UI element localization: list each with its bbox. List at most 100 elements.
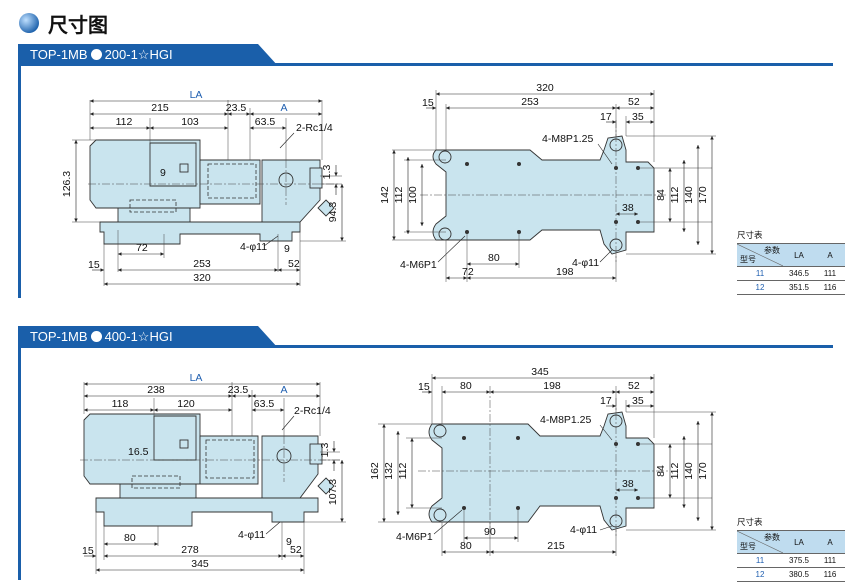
section-rule xyxy=(18,63,833,66)
dim-253: 253 xyxy=(193,258,211,270)
dim-142: 142 xyxy=(379,186,391,204)
dim-140: 140 xyxy=(683,462,695,480)
dim-A: A xyxy=(280,102,287,114)
dim-hole: 4-φ11 xyxy=(238,529,265,541)
dim-52: 52 xyxy=(288,258,300,270)
section-variant: 200-1☆HGI xyxy=(104,47,173,62)
dim-LA: LA xyxy=(190,89,203,101)
table-corner-header: 参数 型号 xyxy=(737,530,783,554)
dim-hole: 4-φ11 xyxy=(240,241,267,253)
coupling-guard xyxy=(199,159,261,205)
section-tab-1: TOP-1MB 200-1☆HGI xyxy=(18,44,278,66)
table-param-label: 参数 xyxy=(764,246,780,255)
base-plate xyxy=(99,221,301,245)
dim-126-3: 126.3 xyxy=(61,171,73,197)
page-title: 尺寸图 xyxy=(18,8,108,38)
dim-107-3: 107.3 xyxy=(327,479,339,505)
dim-215-plan: 215 xyxy=(547,540,565,552)
dim-72: 72 xyxy=(136,242,148,254)
dim-112-plan-b: 112 xyxy=(669,462,681,479)
table-cell: 12 xyxy=(737,567,783,582)
dim-52: 52 xyxy=(290,544,302,556)
dim-90: 90 xyxy=(484,526,496,538)
dim-162: 162 xyxy=(369,462,381,480)
dim-15-plan: 15 xyxy=(422,97,434,109)
table-cell: 11 xyxy=(737,266,783,281)
dim-m6: 4-M6P1 xyxy=(396,531,433,543)
dim-38: 38 xyxy=(622,202,634,214)
dim-38: 38 xyxy=(622,478,634,490)
table-cell: 12 xyxy=(737,280,783,295)
table-model-label: 型号 xyxy=(740,542,756,551)
table-col-header: A xyxy=(815,243,845,267)
title-bullet-icon xyxy=(19,13,39,33)
pump-side-view-1 xyxy=(88,139,340,245)
table-col-header: A xyxy=(815,530,845,554)
table-cell: 380.5 xyxy=(783,567,815,582)
dim-80-plan-top: 80 xyxy=(460,380,472,392)
dim-345-plan: 345 xyxy=(531,366,549,378)
dim-17-plan: 17 xyxy=(600,111,612,123)
dim-m6: 4-M6P1 xyxy=(400,259,437,271)
section-rule xyxy=(18,345,833,348)
dim-320: 320 xyxy=(193,272,211,284)
pump-handle xyxy=(317,477,335,495)
dim-170: 170 xyxy=(697,462,709,480)
dim-1-3: 1.3 xyxy=(321,165,333,180)
section-variant: 400-1☆HGI xyxy=(104,329,173,344)
table-col-header: LA xyxy=(783,243,815,267)
dim-238: 238 xyxy=(147,384,165,396)
pump-body xyxy=(261,159,321,223)
table-cell: 116 xyxy=(815,567,845,582)
dim-63-5: 63.5 xyxy=(255,116,276,128)
dim-198-plan: 198 xyxy=(543,380,561,392)
section-model: TOP-1MB xyxy=(30,47,88,62)
dim-132: 132 xyxy=(383,462,395,480)
table-cell: 116 xyxy=(815,280,845,295)
section-tab-2: TOP-1MB 400-1☆HGI xyxy=(18,326,278,348)
dim-112-plan: 112 xyxy=(393,186,405,203)
dim-LA: LA xyxy=(190,372,203,384)
pump-handle xyxy=(317,199,335,217)
dim-16-5: 16.5 xyxy=(128,446,149,458)
dim-140: 140 xyxy=(683,186,695,204)
dim-80: 80 xyxy=(124,532,136,544)
dim-84: 84 xyxy=(655,189,667,201)
dim-112: 112 xyxy=(116,116,133,128)
dim-320-plan: 320 xyxy=(536,82,554,94)
dim-35-plan: 35 xyxy=(632,395,644,407)
motor-foot xyxy=(117,207,191,223)
dim-hole-plan: 4-φ11 xyxy=(572,257,599,269)
dim-84: 84 xyxy=(655,465,667,477)
table-cell: 375.5 xyxy=(783,553,815,568)
dim-15-plan: 15 xyxy=(418,381,430,393)
dim-345: 345 xyxy=(191,558,209,570)
dim-m8: 4-M8P1.25 xyxy=(540,414,592,426)
dim-23-5: 23.5 xyxy=(226,102,247,114)
table-cell: 111 xyxy=(815,266,845,281)
dim-rc: 2-Rc1/4 xyxy=(294,405,331,417)
table-corner-header: 参数 型号 xyxy=(737,243,783,267)
dim-52-plan: 52 xyxy=(628,96,640,108)
dim-112-plan-b: 112 xyxy=(669,186,681,203)
pump-body xyxy=(261,435,319,499)
section-header-1: TOP-1MB 200-1☆HGI xyxy=(18,44,833,66)
table-row: 12 380.5 116 xyxy=(737,567,845,582)
page-title-text: 尺寸图 xyxy=(48,12,108,37)
dim-198-plan: 198 xyxy=(556,266,574,278)
dim-23-5: 23.5 xyxy=(228,384,249,396)
side-dimensions-1: LA 215 23.5 A 112 103 63.5 2-Rc1/4 126.3… xyxy=(61,89,346,286)
table-cell: 346.5 xyxy=(783,266,815,281)
terminal-plug xyxy=(179,439,189,449)
dim-94-3: 94.3 xyxy=(327,202,339,223)
dim-170: 170 xyxy=(697,186,709,204)
dim-100: 100 xyxy=(407,186,419,204)
section-model: TOP-1MB xyxy=(30,329,88,344)
table-caption: 尺寸表 xyxy=(737,517,763,527)
dim-m8: 4-M8P1.25 xyxy=(542,133,594,145)
plan-dimensions-2: 345 15 80 198 52 17 35 4-M8P1.25 162 132… xyxy=(369,366,716,556)
table-caption: 尺寸表 xyxy=(737,230,763,240)
pump-side-view-2 xyxy=(80,413,340,527)
dim-118: 118 xyxy=(112,398,129,410)
dim-103: 103 xyxy=(181,116,199,128)
